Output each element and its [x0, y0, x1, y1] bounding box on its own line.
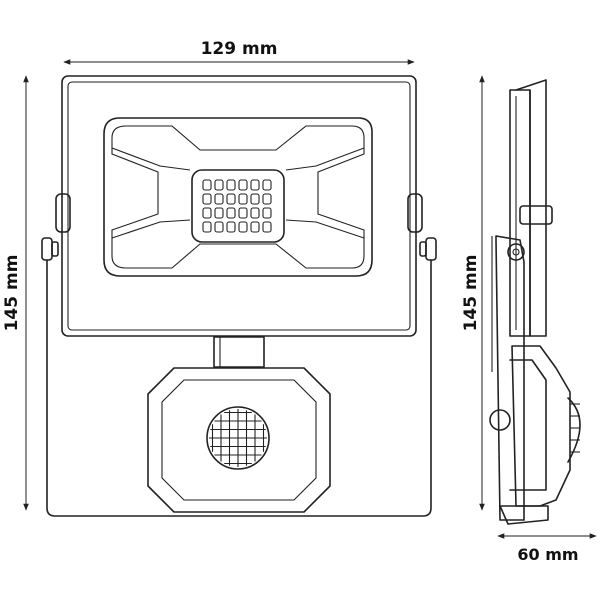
side-base-plate: [499, 505, 549, 525]
width-label: 129 mm: [201, 39, 278, 59]
sensor-housing-outer: [147, 367, 331, 513]
led-chip: [214, 193, 224, 205]
lamp-face-outer: [103, 117, 373, 277]
front-height-dimension: 145 mm: [2, 75, 29, 511]
sensor-housing-inner: [161, 379, 317, 501]
side-pivot-center: [512, 248, 520, 256]
right-bracket-knob: [425, 237, 437, 261]
led-board: [191, 169, 285, 243]
side-sensor-dome: [567, 397, 581, 463]
side-height-label: 145 mm: [461, 255, 481, 332]
housing-inner: [67, 81, 411, 331]
sensor-lens-grid: [209, 409, 267, 467]
led-chip: [226, 221, 236, 233]
led-chip: [238, 207, 248, 219]
led-chip: [238, 179, 248, 191]
reflector-line-ur: [285, 147, 365, 171]
led-chip: [262, 221, 272, 233]
led-chip: [202, 207, 212, 219]
reflector-line-ll: [111, 219, 191, 239]
led-chip: [202, 179, 212, 191]
side-pivot: [507, 243, 525, 261]
side-body: [509, 89, 531, 337]
left-bracket-knob-neck: [51, 241, 59, 257]
side-sensor-mount: [509, 359, 547, 491]
led-chip: [214, 207, 224, 219]
led-chip: [214, 179, 224, 191]
left-bracket-knob: [41, 237, 53, 261]
sensor-lens: [206, 406, 270, 470]
led-chip: [214, 221, 224, 233]
mounting-bracket: [46, 259, 432, 517]
reflector-line-lr: [285, 219, 365, 239]
left-hinge-tab: [55, 193, 71, 233]
side-view: [489, 79, 581, 525]
front-height-label: 145 mm: [2, 255, 22, 332]
led-chip: [262, 179, 272, 191]
led-chip: [226, 193, 236, 205]
led-chip: [226, 179, 236, 191]
side-sensor-body: [511, 345, 571, 507]
depth-label: 60 mm: [517, 545, 578, 564]
side-height-dimension: 145 mm: [461, 75, 485, 511]
led-chip: [262, 193, 272, 205]
side-swivel-ball: [489, 409, 511, 431]
led-chip: [202, 221, 212, 233]
led-chip: [250, 179, 260, 191]
led-chip: [238, 221, 248, 233]
led-chip: [262, 207, 272, 219]
front-view: [41, 75, 437, 517]
led-chip: [250, 221, 260, 233]
side-bracket-arm: [495, 235, 525, 521]
reflector-line-ul: [111, 147, 191, 171]
led-chip: [202, 193, 212, 205]
right-bracket-knob-neck: [419, 241, 427, 257]
right-hinge-tab: [407, 193, 423, 233]
led-chip: [226, 207, 236, 219]
led-chip: [250, 207, 260, 219]
side-hinge-block: [519, 205, 553, 225]
housing-outer: [61, 75, 417, 337]
led-chip: [250, 193, 260, 205]
sensor-neck: [213, 336, 265, 368]
led-grid: [202, 179, 272, 233]
side-sensor-dome-grid: [570, 403, 580, 453]
width-dimension: 129 mm: [63, 39, 415, 65]
depth-dimension: 60 mm: [497, 533, 597, 564]
lamp-face-reflector: [111, 125, 365, 269]
led-chip: [238, 193, 248, 205]
